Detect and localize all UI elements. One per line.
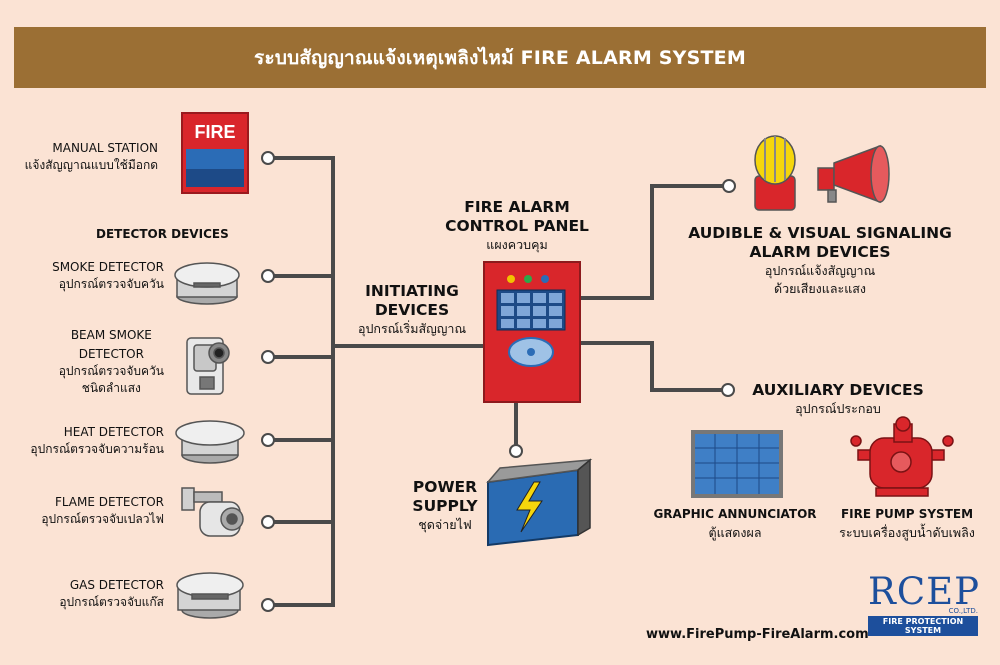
beam-smoke-detector-label: BEAM SMOKE DETECTOR อุปกรณ์ตรวจจับควัน ช… <box>58 328 164 395</box>
node-auxiliary <box>721 383 735 397</box>
website-link[interactable]: www.FirePump-FireAlarm.com <box>646 627 869 642</box>
initiating-devices-label: INITIATING DEVICES อุปกรณ์เริ่มสัญญาณ <box>357 282 467 336</box>
horn-icon <box>817 144 890 204</box>
node-heat <box>261 433 275 447</box>
strobe-beacon-icon <box>754 135 796 211</box>
company-logo: RCEP CO.,LTD. FIRE PROTECTION SYSTEM <box>868 570 981 636</box>
auxiliary-devices-label: AUXILIARY DEVICES อุปกรณ์ประกอบ <box>752 381 924 416</box>
smoke-detector-icon <box>174 262 240 305</box>
heat-detector-icon <box>175 420 245 464</box>
control-panel-icon <box>483 261 581 403</box>
node-gas <box>261 598 275 612</box>
power-supply-label: POWER SUPPLY ชุดจ่ายไฟ <box>412 478 478 532</box>
graphic-annunciator-icon <box>691 430 783 498</box>
fire-pump-icon <box>850 416 954 497</box>
node-beam <box>261 350 275 364</box>
node-smoke <box>261 269 275 283</box>
flame-detector-icon <box>181 487 244 537</box>
detector-heading: DETECTOR DEVICES <box>96 227 229 241</box>
graphic-annunciator-label: GRAPHIC ANNUNCIATOR ตู้แสดงผล <box>653 507 817 540</box>
audible-visual-label: AUDIBLE & VISUAL SIGNALING ALARM DEVICES… <box>688 224 952 296</box>
power-supply-icon <box>486 458 593 547</box>
fire-pump-label: FIRE PUMP SYSTEM ระบบเครื่องสูบน้ำดับเพล… <box>839 507 975 540</box>
manual-station-icon <box>181 112 249 194</box>
control-panel-label: FIRE ALARM CONTROL PANEL แผงควบคุม <box>445 198 589 252</box>
beam-smoke-detector-icon <box>186 337 230 395</box>
node-audible <box>722 179 736 193</box>
page-title: ระบบสัญญาณแจ้งเหตุเพลิงไหม้ FIRE ALARM S… <box>14 27 986 88</box>
gas-detector-icon <box>176 572 244 619</box>
node-manual <box>261 151 275 165</box>
node-power <box>509 444 523 458</box>
node-flame <box>261 515 275 529</box>
fire-sign-text: FIRE <box>194 122 235 142</box>
